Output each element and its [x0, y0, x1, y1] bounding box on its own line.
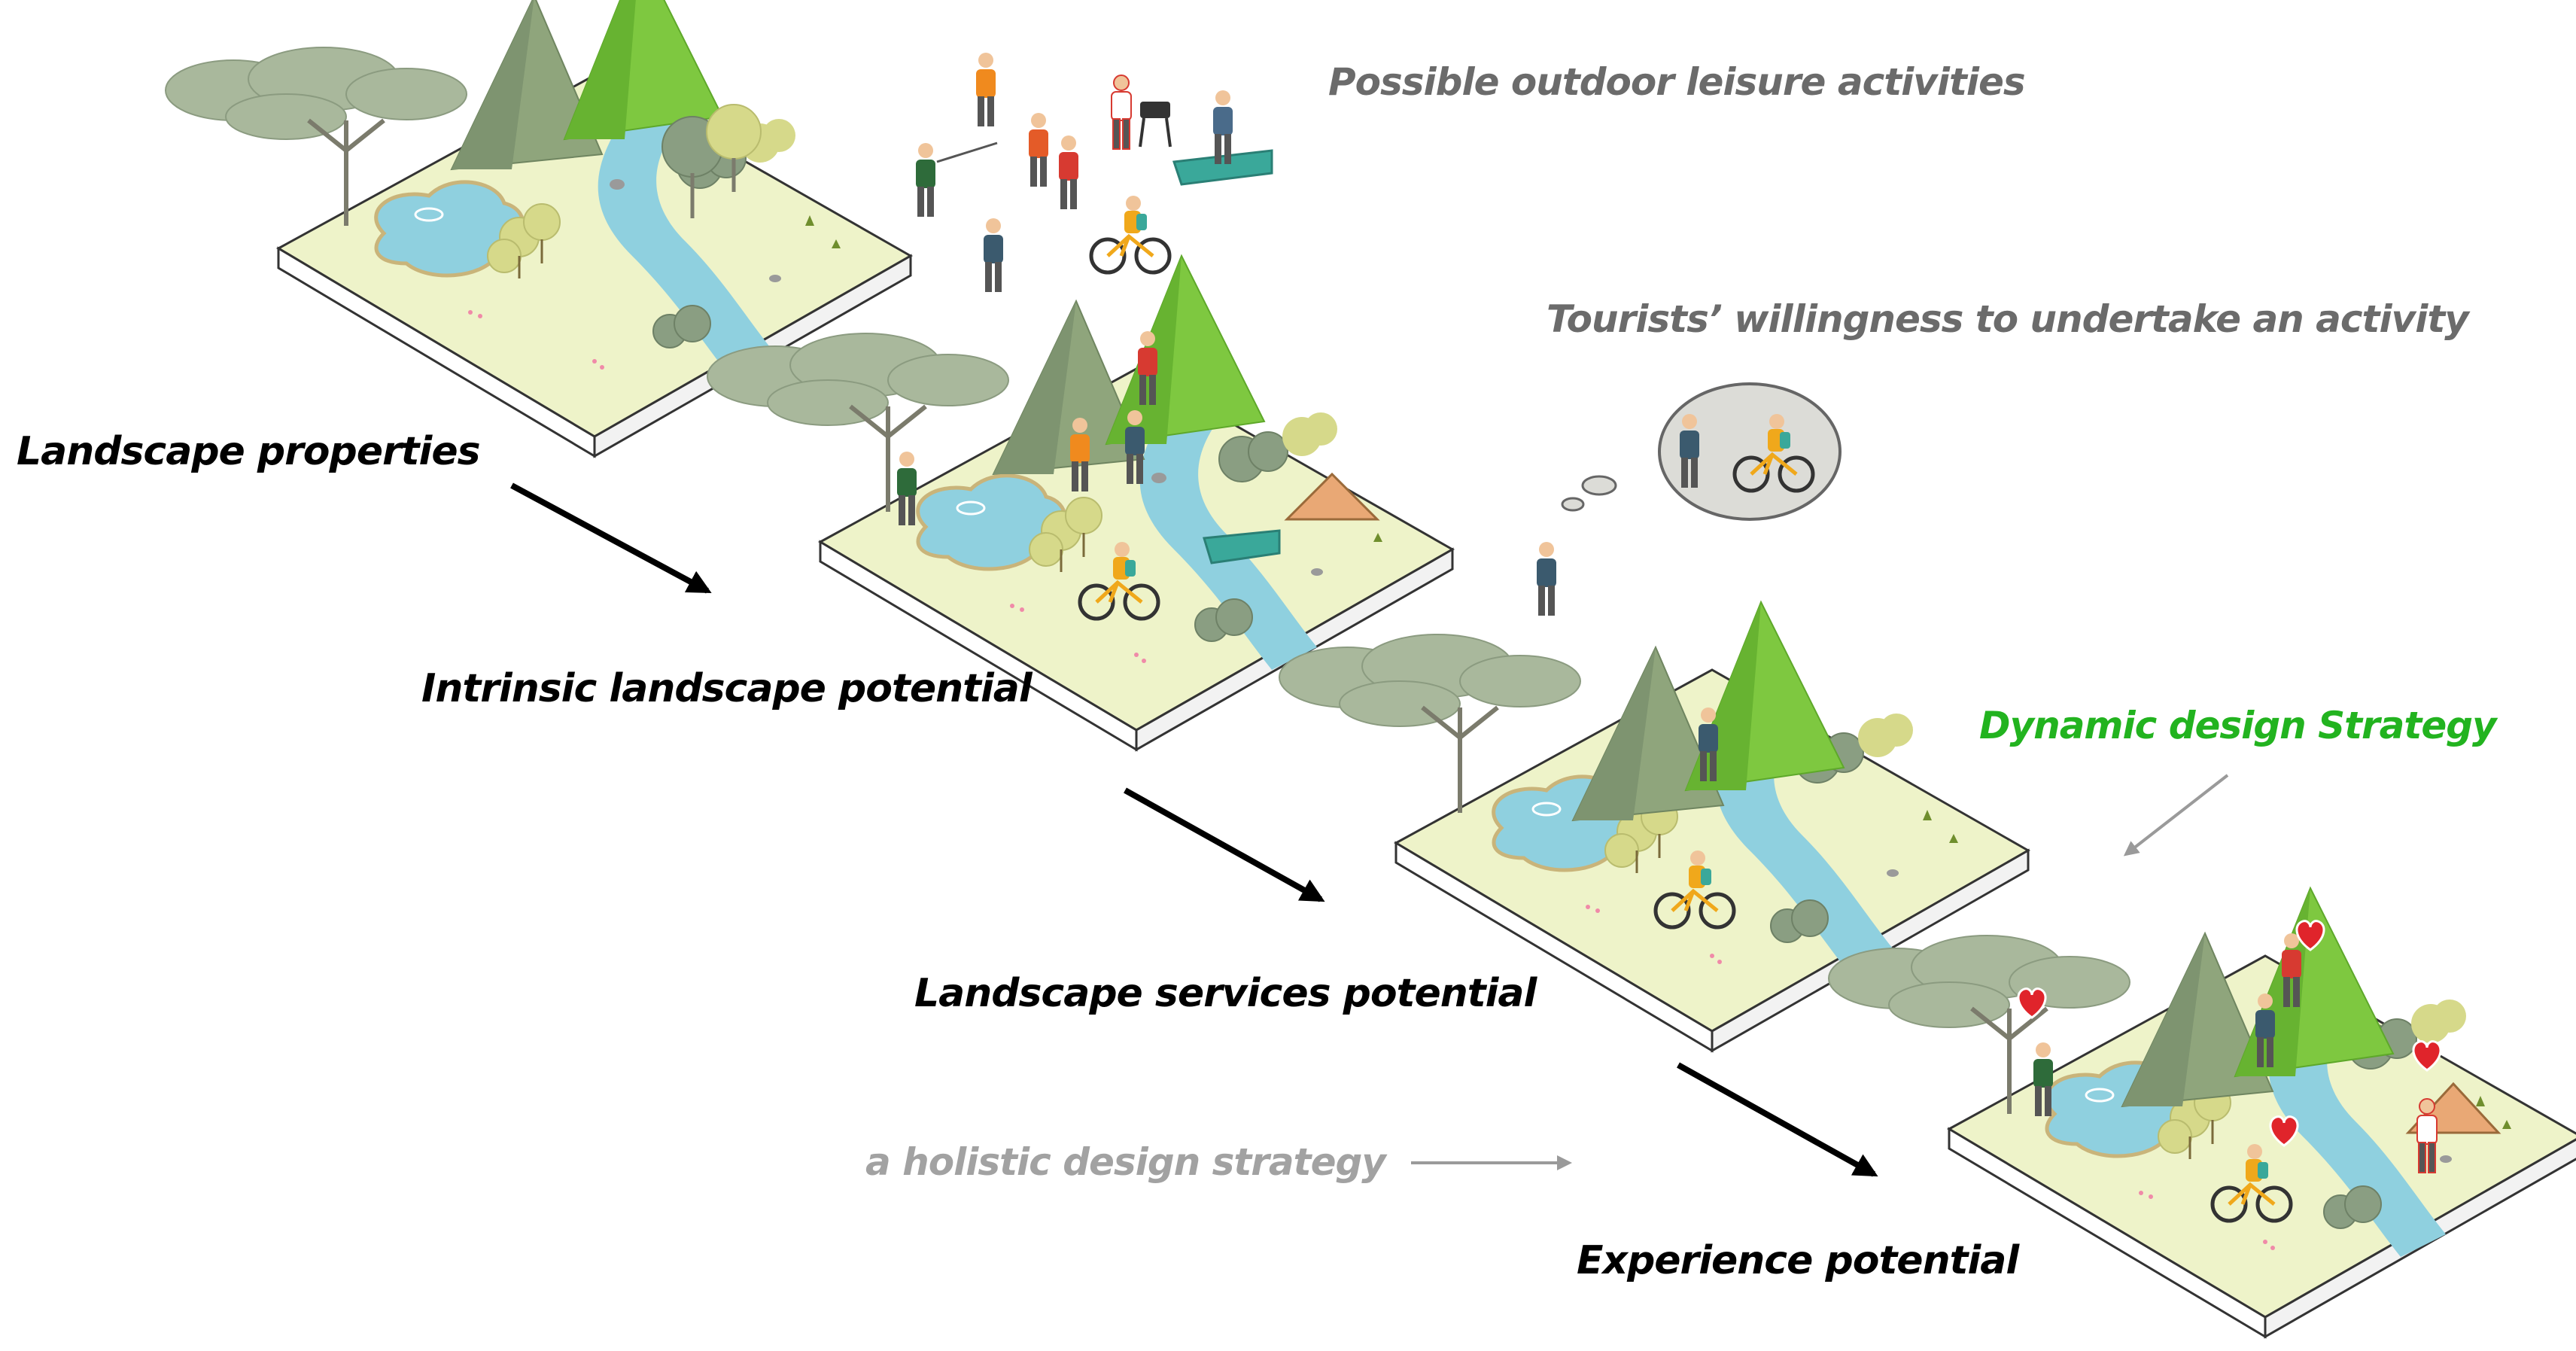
tent-icon	[1284, 472, 1380, 521]
tree-icon	[661, 104, 762, 218]
label-landscape-properties: Landscape properties	[17, 429, 481, 474]
person-icon	[1059, 135, 1078, 209]
person-icon	[1111, 75, 1132, 150]
person-icon	[976, 53, 996, 126]
label-dynamic-strategy: Dynamic design Strategy	[1979, 704, 2497, 747]
label-holistic-strategy: a holistic design strategy	[865, 1140, 1386, 1184]
grill-icon	[1139, 102, 1172, 148]
boat-icon	[1203, 529, 1281, 564]
label-tourists-willingness: Tourists’ willingness to undertake an ac…	[1547, 297, 2469, 341]
label-services-potential: Landscape services potential	[914, 971, 1537, 1016]
label-possible-activities: Possible outdoor leisure activities	[1328, 60, 2026, 104]
person-icon	[1537, 542, 1556, 616]
fishing-rod	[936, 141, 998, 163]
person-icon	[1029, 113, 1048, 187]
bicycle-icon	[1091, 196, 1169, 272]
arrow-icon	[510, 482, 712, 594]
arrow-icon	[1677, 1062, 1878, 1177]
arrow-icon	[2123, 774, 2229, 857]
person-icon	[984, 218, 1003, 292]
boat-icon	[1172, 90, 1273, 186]
label-experience-potential: Experience potential	[1577, 1238, 2019, 1283]
person-icon	[916, 143, 935, 217]
arrow-icon	[1124, 787, 1325, 902]
activities-group	[916, 53, 1273, 292]
label-intrinsic-potential: Intrinsic landscape potential	[421, 666, 1033, 711]
thought-bubble-icon	[1561, 382, 1842, 521]
